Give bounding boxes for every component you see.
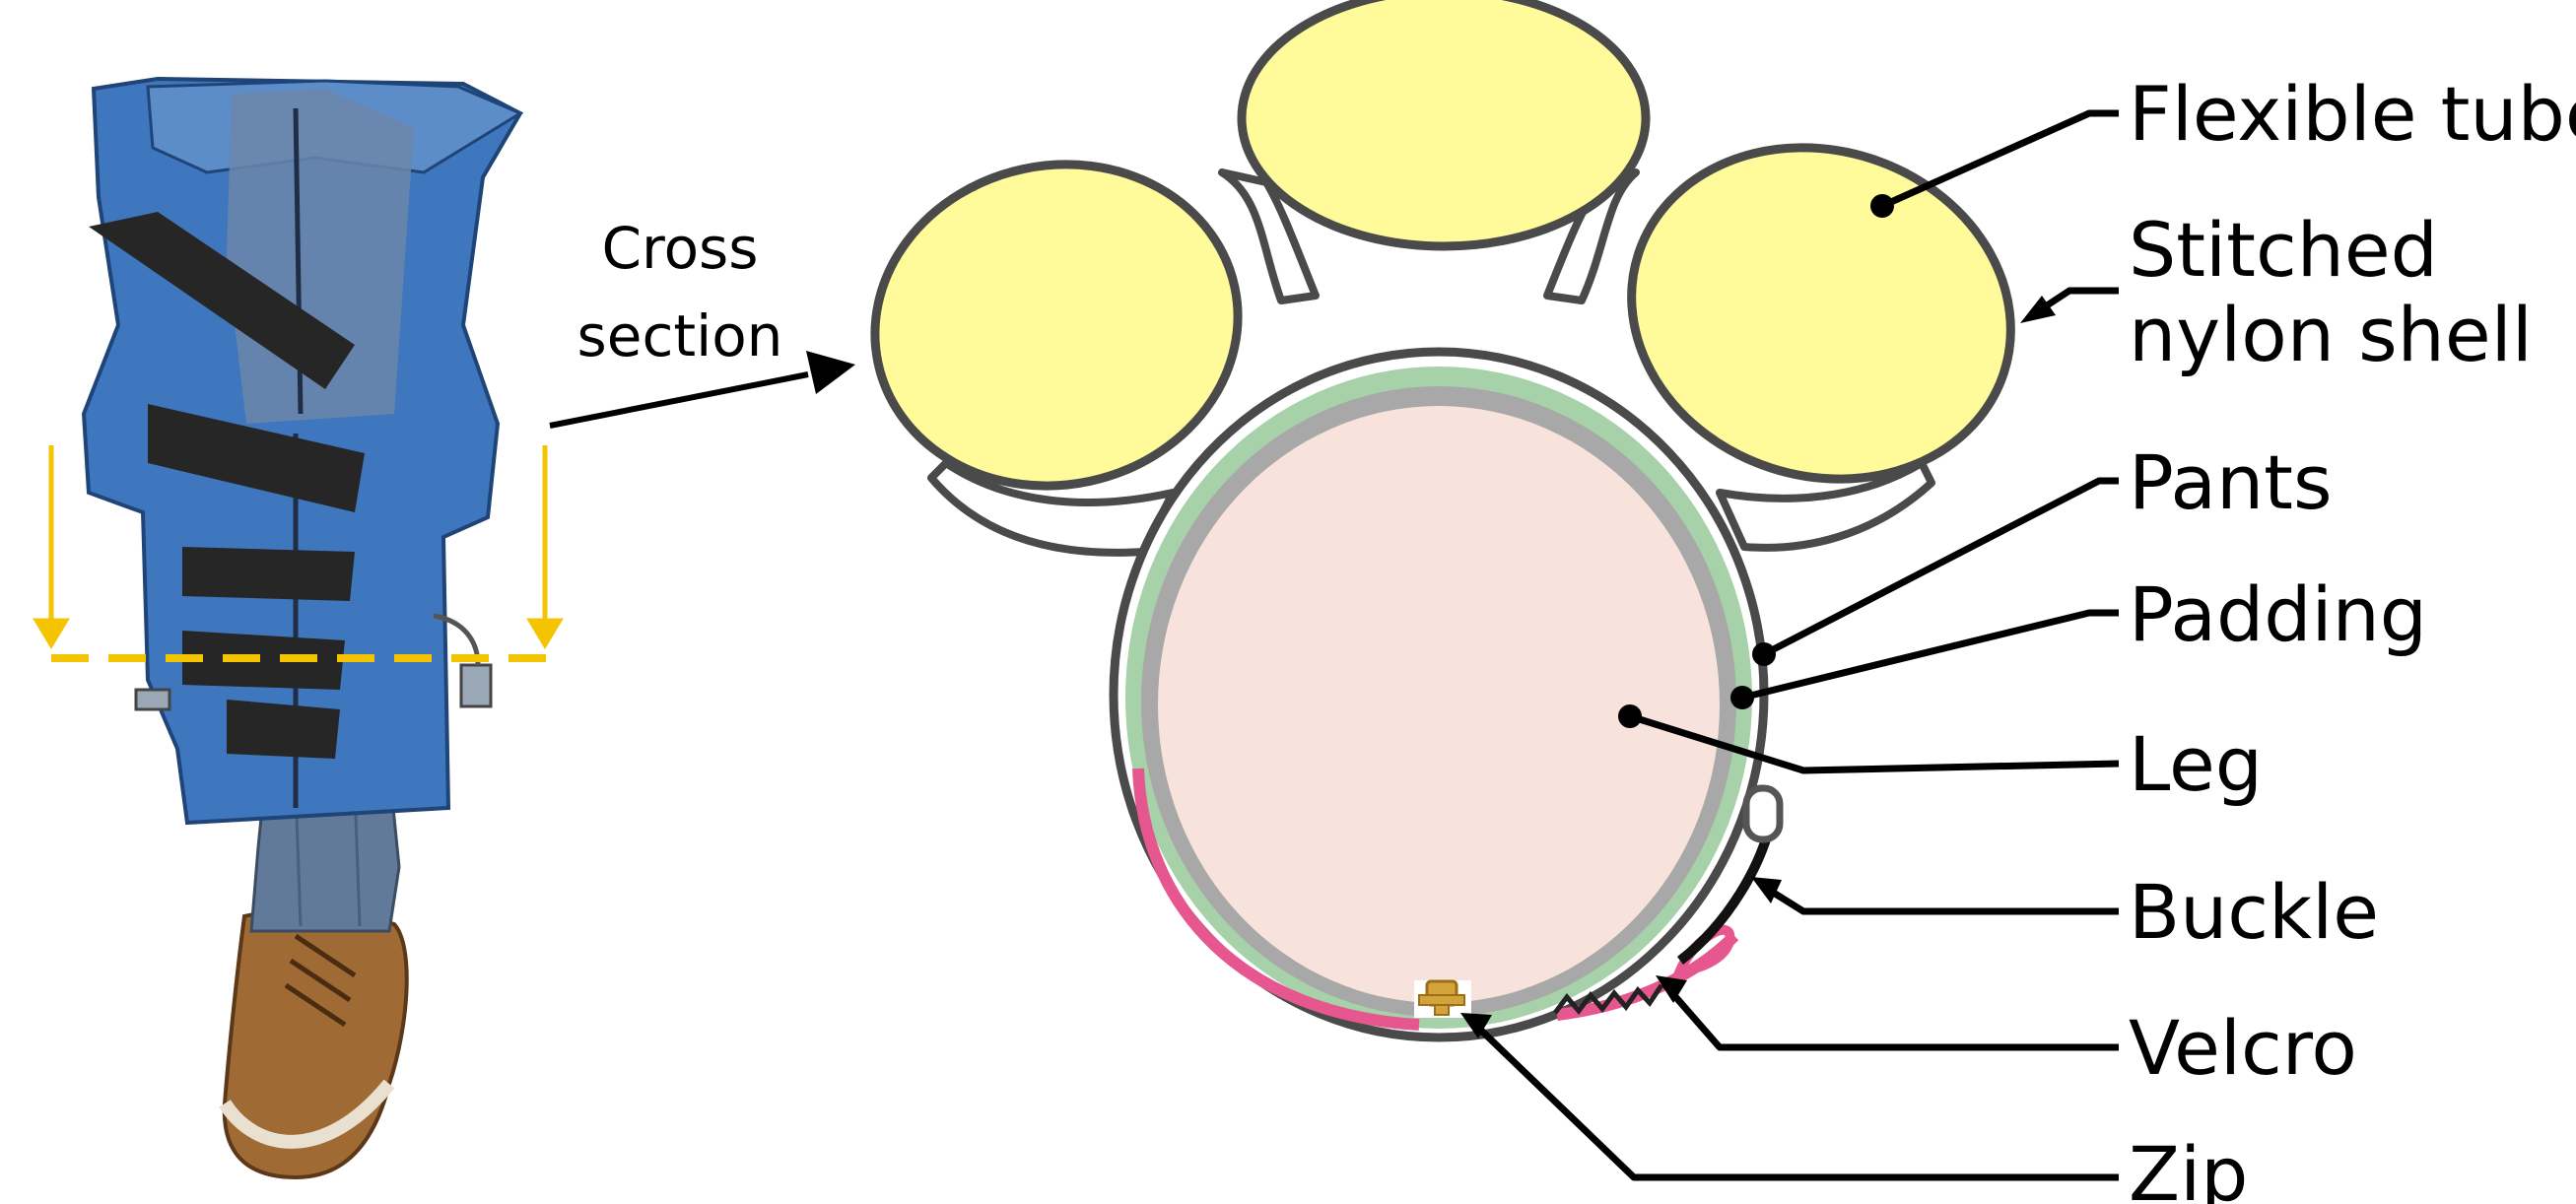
leader-padding <box>1742 613 2119 698</box>
leader-flexible-tube <box>1882 113 2119 206</box>
label-zip: Zip <box>2129 1130 2248 1204</box>
arrowhead-buckle <box>1751 877 1782 903</box>
label-stitched-line1: Stitched <box>2129 206 2438 294</box>
cross-section-arrow <box>550 374 808 426</box>
label-pants: Pants <box>2129 438 2333 526</box>
flexible-tube-top <box>1242 0 1646 246</box>
zip-icon <box>1414 980 1471 1018</box>
cross-section-diagram <box>845 0 2054 1037</box>
callout-labels: Flexible tube Stitched nylon shell Pants… <box>2129 70 2576 1204</box>
leg-core <box>1158 406 1720 1003</box>
leader-buckle <box>1764 887 2119 911</box>
cross-section-callout: Cross section <box>550 215 855 426</box>
buckle-icon <box>1746 788 1780 839</box>
label-flexible-tube: Flexible tube <box>2129 70 2576 158</box>
cross-section-label-line1: Cross <box>602 215 759 282</box>
label-padding: Padding <box>2129 570 2427 658</box>
label-leg: Leg <box>2129 720 2263 808</box>
leader-velcro <box>1665 985 2119 1047</box>
label-velcro: Velcro <box>2129 1004 2357 1092</box>
cross-section-label-line2: section <box>577 302 783 369</box>
cross-section-arrow-head <box>806 351 855 394</box>
leg-device-photo <box>34 79 563 1177</box>
label-stitched-line2: nylon shell <box>2129 291 2533 378</box>
label-buckle: Buckle <box>2129 868 2379 956</box>
